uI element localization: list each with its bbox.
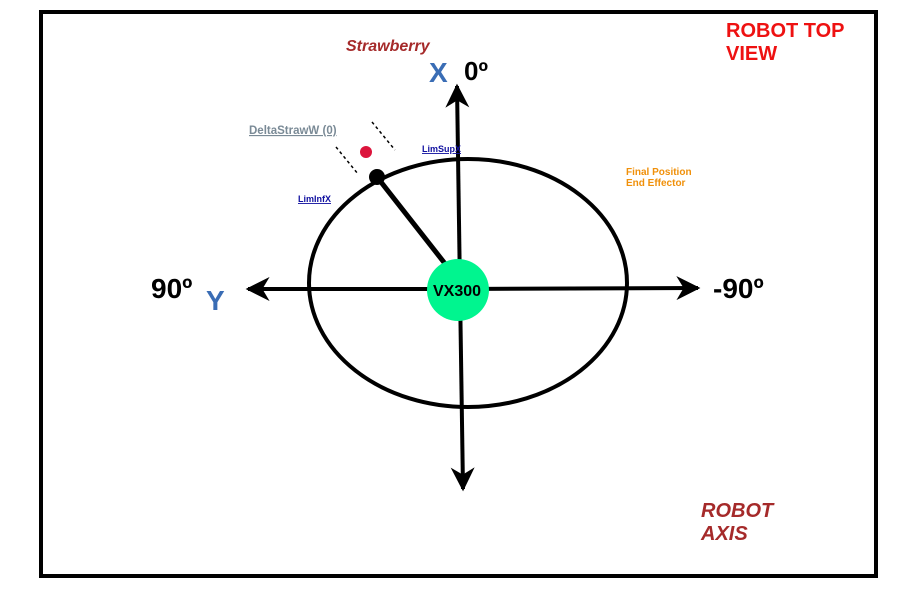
robot-base-label: VX300 [433, 283, 481, 300]
robot-base-circle [427, 259, 489, 321]
y-axis-letter: Y [206, 285, 225, 316]
angle-top-label: 0º [464, 56, 488, 86]
x-axis-letter: X [429, 57, 448, 88]
robot-arm-link [375, 175, 452, 272]
angle-left-label: 90º [151, 273, 192, 304]
strawberry-dot [360, 146, 372, 158]
x-axis-down-arrow [450, 289, 475, 492]
workspace-ellipse [307, 157, 629, 409]
lim-inf-label: LimInfX [298, 194, 331, 204]
final-position-label-line1: Final Position [626, 167, 692, 178]
view-title-line2: VIEW [726, 43, 777, 65]
lim-sup-label: LimSupX [422, 144, 461, 154]
robot-axis-line1: ROBOT [701, 500, 775, 522]
view-title-line1: ROBOT TOP [726, 20, 845, 42]
angle-right-label: -90º [713, 273, 764, 304]
robot-axis-line2: AXIS [700, 523, 748, 545]
y-axis-right-arrow [457, 276, 701, 301]
final-position-label-line2: End Effector [626, 178, 686, 189]
end-effector-joint [369, 169, 385, 185]
delta-straw-label: DeltaStrawW (0) [249, 125, 337, 137]
x-axis-up-arrow [445, 83, 470, 291]
lim-sup-dash [371, 121, 396, 151]
strawberry-label: Strawberry [346, 38, 431, 55]
